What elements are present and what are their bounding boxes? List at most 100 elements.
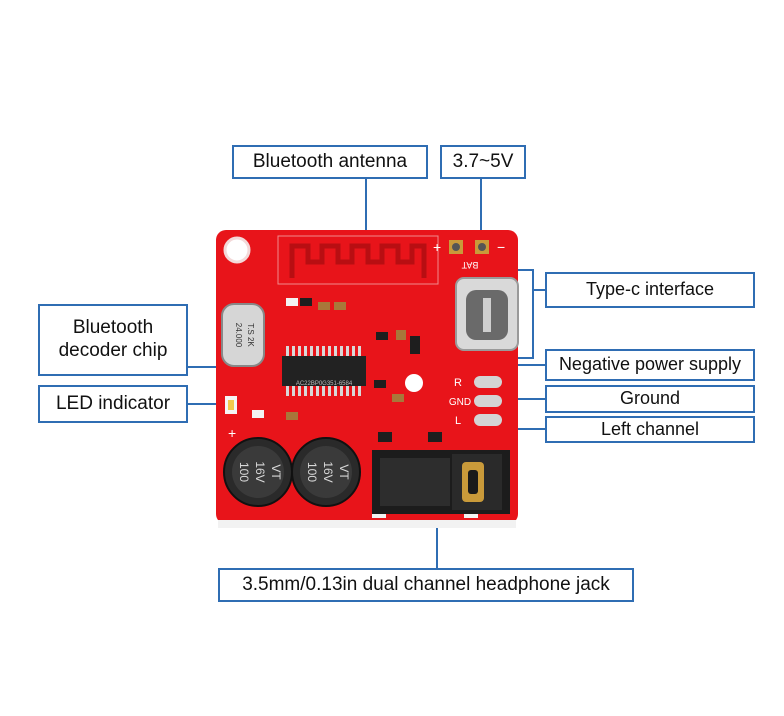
mount-hole — [223, 236, 251, 264]
chip-pin — [334, 346, 337, 356]
smd-part — [286, 298, 298, 306]
smd-part — [334, 302, 346, 310]
chip-pin — [328, 386, 331, 396]
chip-pins — [286, 346, 361, 396]
callout-decoder-chip-line2: decoder chip — [58, 340, 168, 361]
smd-part — [300, 298, 312, 306]
callout-led-indicator-text: LED indicator — [55, 392, 171, 414]
output-pads: R GND L — [449, 376, 502, 427]
callout-type-c-text: Type-c interface — [585, 279, 715, 300]
chip-pin — [286, 346, 289, 356]
headphone-jack — [372, 450, 510, 514]
crystal-oscillator — [221, 303, 265, 367]
callout-type-c: Type-c interface — [545, 272, 755, 308]
callout-bluetooth-antenna-text: Bluetooth antenna — [252, 150, 408, 172]
jack-opening — [468, 470, 478, 494]
callout-decoder-chip: Bluetooth decoder chip — [38, 304, 188, 376]
callout-voltage: 3.7~5V — [440, 145, 526, 179]
pad-label-l: L — [455, 415, 461, 427]
capacitor-1-text-2: 16V — [253, 461, 267, 482]
smd-part — [252, 410, 264, 418]
decoder-chip — [282, 356, 366, 386]
callout-left-channel: Left channel — [545, 416, 755, 443]
chip-pin — [328, 346, 331, 356]
smd-part — [396, 330, 406, 340]
pad-l — [474, 414, 502, 426]
led-lens — [228, 400, 234, 410]
pcb: BAT + − 24.000 T.S 2K — [216, 230, 519, 528]
smd-part — [286, 412, 298, 420]
smd-part — [428, 432, 442, 442]
chip-pin — [310, 346, 313, 356]
antenna-area — [277, 235, 439, 285]
crystal-text-1: 24.000 — [234, 323, 243, 348]
callout-negative-power: Negative power supply — [545, 349, 755, 381]
pad-label-r: R — [454, 377, 462, 389]
chip-marking: AC22BP0G351-6584 — [296, 381, 353, 387]
chip-pin — [352, 386, 355, 396]
chip-pin — [316, 386, 319, 396]
chip-pin — [322, 346, 325, 356]
capacitor-2-top — [300, 446, 352, 498]
jack-inner — [380, 458, 450, 506]
chip-pin — [286, 386, 289, 396]
callout-headphone-jack: 3.5mm/0.13in dual channel headphone jack — [218, 568, 634, 602]
chip-pin — [346, 346, 349, 356]
callout-bluetooth-antenna: Bluetooth antenna — [232, 145, 428, 179]
capacitor-2-text-3: VT — [337, 464, 351, 480]
capacitor-1: 100 16V VT — [223, 437, 293, 507]
capacitor-2: 100 16V VT — [291, 437, 361, 507]
smd-part — [376, 332, 388, 340]
callout-negative-power-text: Negative power supply — [558, 354, 742, 375]
antenna-trace — [289, 243, 427, 278]
chip-pin — [304, 346, 307, 356]
chip-pin — [358, 346, 361, 356]
chip-pin — [358, 386, 361, 396]
crystal-text-2: T.S 2K — [246, 323, 255, 347]
callout-ground: Ground — [545, 385, 755, 413]
pad-r — [474, 376, 502, 388]
chip-pin — [292, 346, 295, 356]
capacitor-2-text-2: 16V — [321, 461, 335, 482]
chip-pin — [346, 386, 349, 396]
mount-hole-right — [405, 374, 423, 392]
capacitor-1-text-3: VT — [269, 464, 283, 480]
smd-part — [392, 394, 404, 402]
callout-headphone-jack-text: 3.5mm/0.13in dual channel headphone jack — [242, 573, 610, 595]
chip-pin — [340, 386, 343, 396]
chip-pin — [298, 346, 301, 356]
chip-pin — [322, 386, 325, 396]
pad-label-gnd: GND — [449, 397, 471, 408]
capacitor-2-text-1: 100 — [305, 462, 319, 482]
chip-pin — [340, 346, 343, 356]
typec-tongue — [483, 298, 491, 332]
callout-decoder-chip-line1: Bluetooth — [72, 317, 154, 339]
bat-pin-hole-2 — [478, 243, 486, 251]
callout-voltage-text: 3.7~5V — [452, 150, 514, 172]
capacitor-1-text-1: 100 — [237, 462, 251, 482]
smd-part — [378, 432, 392, 442]
capacitor-1-top — [232, 446, 284, 498]
callout-led-indicator: LED indicator — [38, 385, 188, 423]
callout-left-channel-text: Left channel — [600, 418, 700, 439]
led-plus: + — [228, 425, 236, 441]
plus-sign: + — [433, 239, 441, 255]
bat-pin-hole — [452, 243, 460, 251]
chip-pin — [352, 346, 355, 356]
smd-part — [410, 336, 420, 354]
bat-label: BAT — [461, 260, 478, 270]
chip-pin — [310, 386, 313, 396]
pad-gnd — [474, 395, 502, 407]
chip-pin — [316, 346, 319, 356]
pcb-bottom-edge — [218, 520, 516, 528]
chip-pin — [292, 386, 295, 396]
callout-ground-text: Ground — [619, 388, 681, 409]
chip-pin — [304, 386, 307, 396]
chip-pin — [334, 386, 337, 396]
smd-part — [374, 380, 386, 388]
minus-sign: − — [497, 239, 505, 255]
chip-pin — [298, 386, 301, 396]
smd-part — [318, 302, 330, 310]
